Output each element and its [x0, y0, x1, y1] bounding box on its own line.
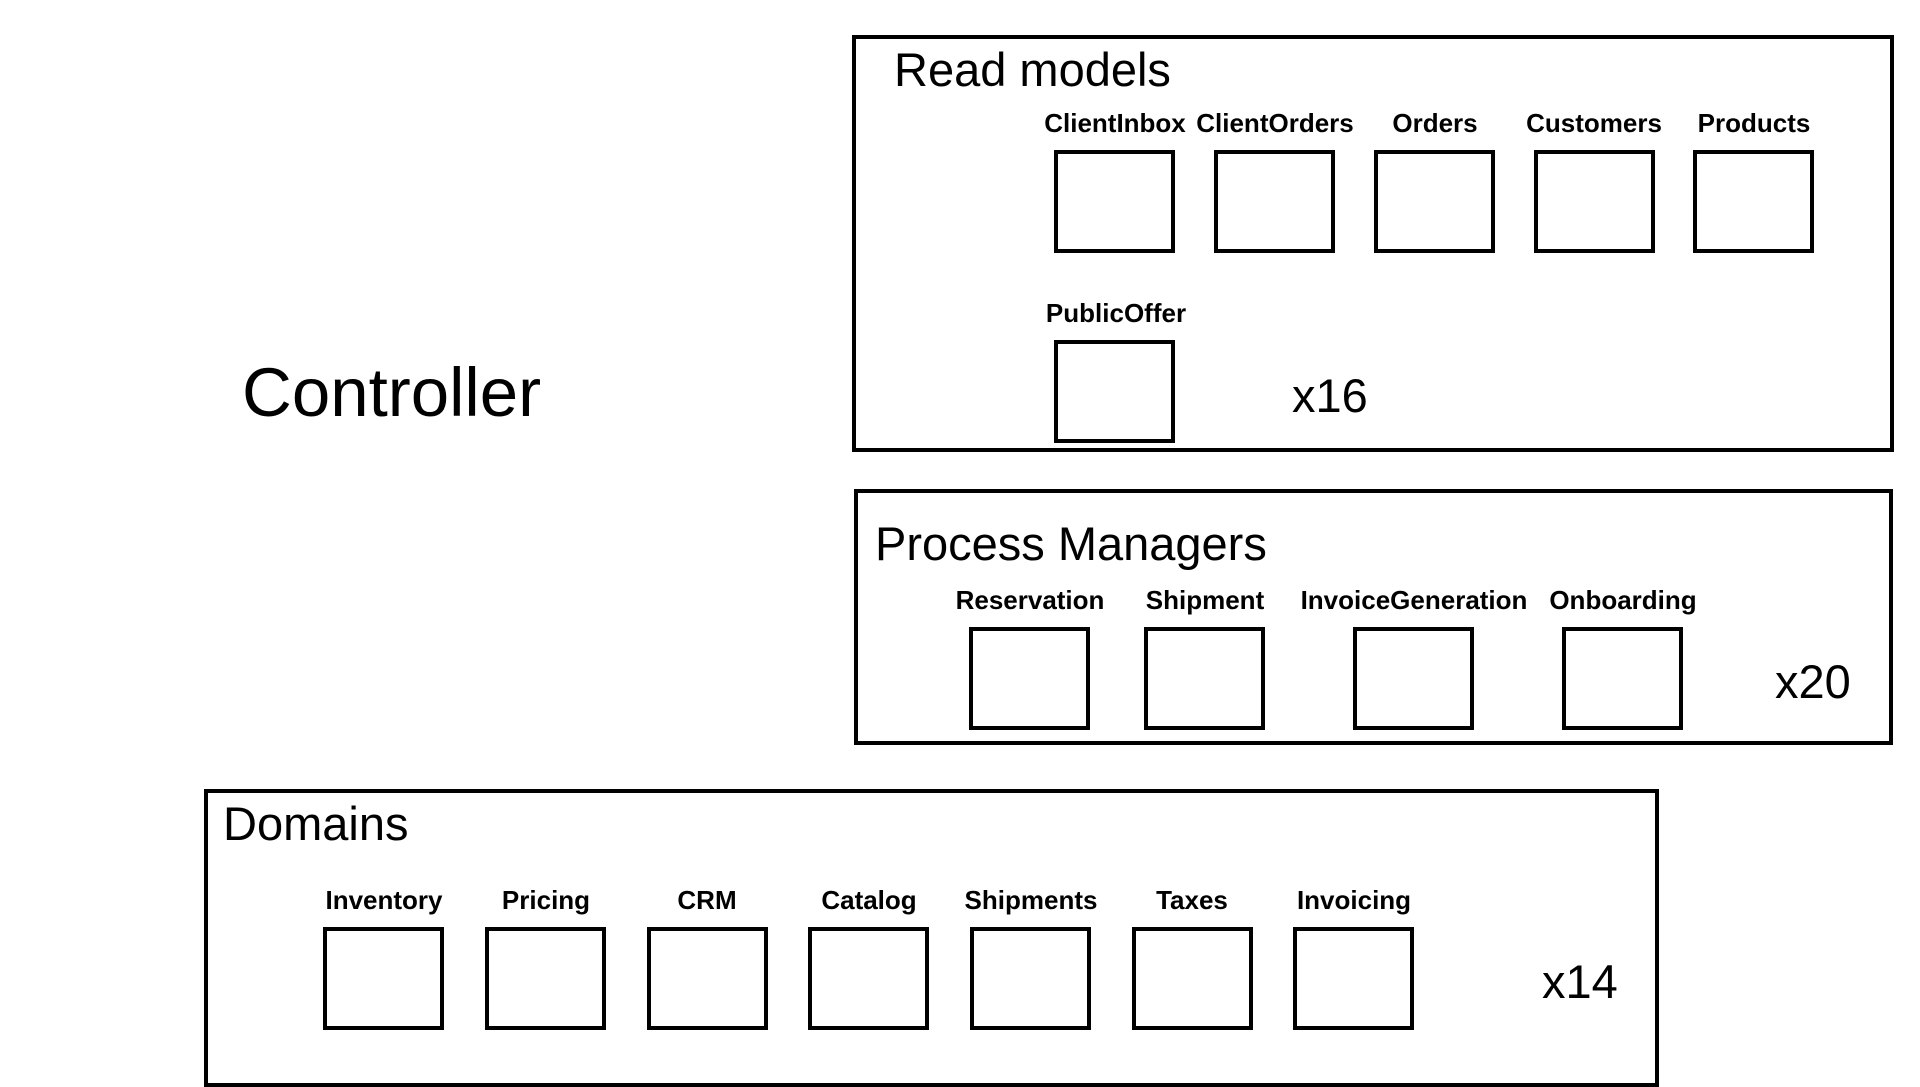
process-manager-box-shipment: [1144, 627, 1265, 730]
process-manager-label-invoicegeneration: InvoiceGeneration: [1300, 585, 1528, 615]
domain-label-shipments: Shipments: [964, 885, 1098, 915]
domain-label-invoicing: Invoicing: [1296, 885, 1412, 915]
domains-multiplier: x14: [1542, 955, 1618, 1008]
read-model-label-products: Products: [1697, 108, 1811, 138]
read-model-label-clientorders: ClientOrders: [1196, 108, 1354, 138]
read-model-box-publicoffer: [1054, 340, 1175, 443]
process-manager-box-invoicegeneration: [1353, 627, 1474, 730]
process-managers-multiplier: x20: [1775, 655, 1851, 708]
domain-label-taxes: Taxes: [1156, 885, 1228, 915]
domain-label-inventory: Inventory: [325, 885, 443, 915]
read-model-box-customers: [1534, 150, 1655, 253]
read-model-box-orders: [1374, 150, 1495, 253]
read-model-box-clientorders: [1214, 150, 1335, 253]
read-model-label-customers: Customers: [1526, 108, 1662, 138]
read-models-multiplier: x16: [1292, 369, 1368, 422]
controller-label: Controller: [242, 354, 542, 431]
read-model-box-clientinbox: [1054, 150, 1175, 253]
domain-box-pricing: [485, 927, 606, 1030]
domain-box-catalog: [808, 927, 929, 1030]
domain-box-shipments: [970, 927, 1091, 1030]
read-models-title: Read models: [894, 43, 1171, 96]
process-manager-box-reservation: [969, 627, 1090, 730]
process-manager-box-onboarding: [1562, 627, 1683, 730]
domain-label-crm: CRM: [677, 885, 737, 915]
read-model-box-products: [1693, 150, 1814, 253]
process-manager-label-onboarding: Onboarding: [1549, 585, 1697, 615]
domains-title: Domains: [223, 797, 409, 850]
read-model-label-publicoffer: PublicOffer: [1045, 298, 1187, 328]
domain-box-crm: [647, 927, 768, 1030]
process-manager-label-shipment: Shipment: [1145, 585, 1265, 615]
domain-box-inventory: [323, 927, 444, 1030]
read-model-label-clientinbox: ClientInbox: [1044, 108, 1186, 138]
domain-box-taxes: [1132, 927, 1253, 1030]
read-model-label-orders: Orders: [1392, 108, 1478, 138]
domain-box-invoicing: [1293, 927, 1414, 1030]
process-manager-label-reservation: Reservation: [955, 585, 1105, 615]
domain-label-pricing: Pricing: [501, 885, 591, 915]
domain-label-catalog: Catalog: [821, 885, 917, 915]
process-managers-title: Process Managers: [875, 517, 1267, 570]
